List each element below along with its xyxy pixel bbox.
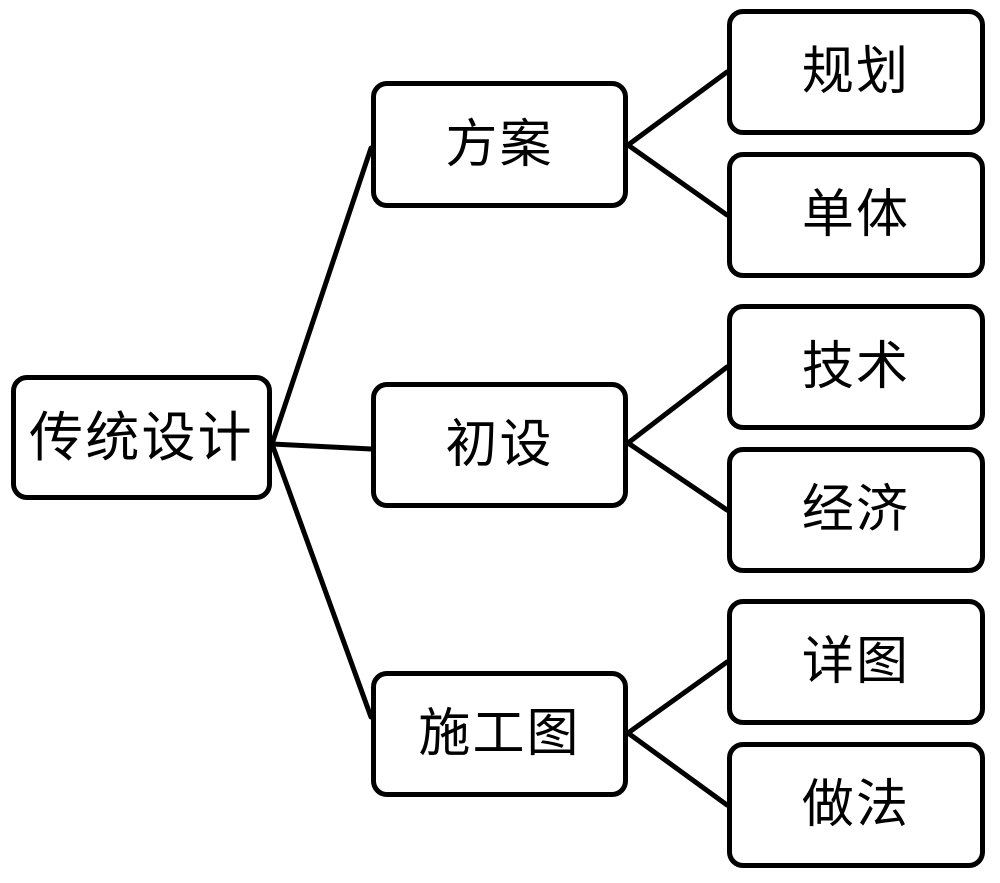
node-mid-1[interactable]: 方案 <box>371 81 628 208</box>
node-leaf-2[interactable]: 单体 <box>727 152 985 278</box>
edge-mid1-leaf2 <box>625 142 730 218</box>
edge-root-mid2 <box>269 441 374 452</box>
node-leaf-2-label: 单体 <box>801 185 911 245</box>
node-leaf-3[interactable]: 技术 <box>727 304 985 430</box>
node-mid-3-label: 施工图 <box>418 704 581 764</box>
node-mid-3[interactable]: 施工图 <box>371 671 628 797</box>
edge-mid1-leaf1 <box>625 69 730 148</box>
edge-mid2-leaf3 <box>625 364 730 446</box>
node-mid-2[interactable]: 初设 <box>371 382 628 508</box>
node-leaf-1-label: 规划 <box>801 42 911 102</box>
node-mid-2-label: 初设 <box>445 415 554 475</box>
node-leaf-5-label: 详图 <box>801 632 911 692</box>
node-root-label: 传统设计 <box>29 405 254 469</box>
node-leaf-6-label: 做法 <box>801 775 911 835</box>
edge-mid2-leaf4 <box>625 440 730 513</box>
edge-root-mid1 <box>269 145 374 447</box>
node-leaf-4-label: 经济 <box>801 480 911 540</box>
node-mid-1-label: 方案 <box>445 114 554 175</box>
node-leaf-6[interactable]: 做法 <box>727 742 985 868</box>
node-root[interactable]: 传统设计 <box>11 375 272 500</box>
edge-mid3-leaf5 <box>625 659 730 736</box>
node-leaf-5[interactable]: 详图 <box>727 599 985 725</box>
node-leaf-4[interactable]: 经济 <box>727 447 985 573</box>
node-leaf-1[interactable]: 规划 <box>727 9 985 135</box>
edge-mid3-leaf6 <box>625 730 730 808</box>
edge-root-mid3 <box>269 441 374 720</box>
node-leaf-3-label: 技术 <box>801 337 911 397</box>
